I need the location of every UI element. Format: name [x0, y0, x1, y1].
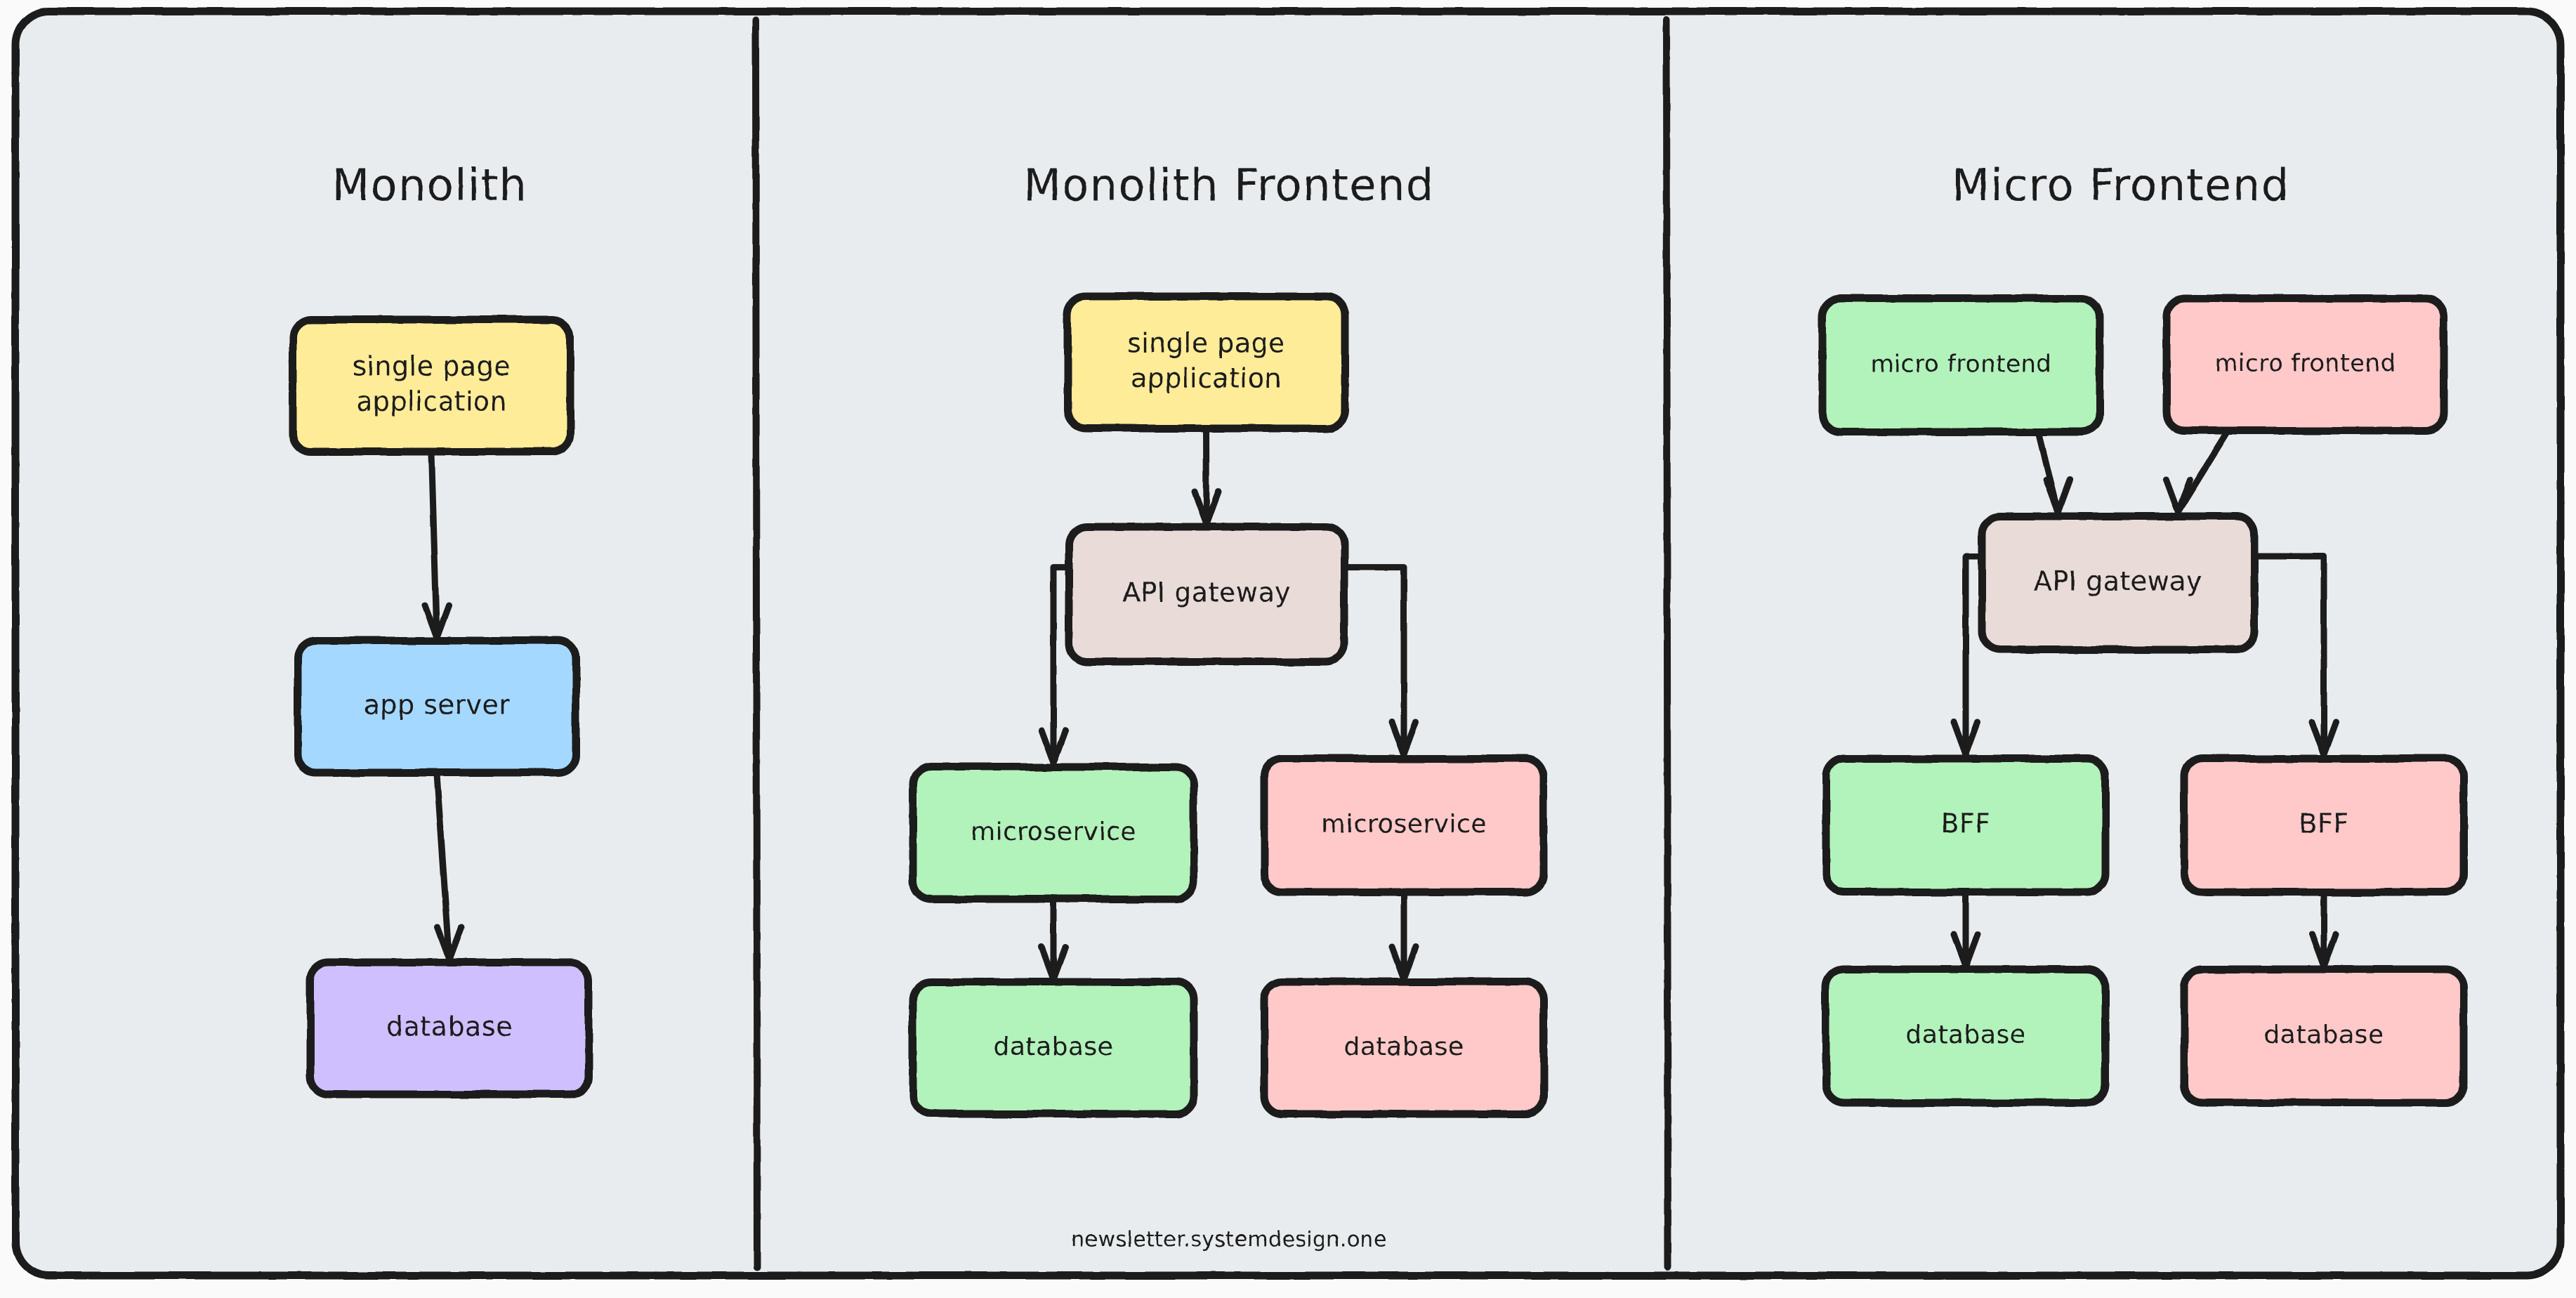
panel-title-monolith-frontend: Monolith Frontend	[1023, 159, 1435, 211]
node-mono-spa[interactable]: single page application	[289, 315, 574, 456]
node-mf-spa[interactable]: single page application	[1063, 292, 1349, 433]
node-label-mono-app-server: app server	[364, 690, 511, 721]
node-shape-mf-spa	[1063, 292, 1349, 433]
arrowhead-mfe-frontend-green-to-gateway	[2043, 476, 2074, 516]
node-mf-microservice-pink[interactable]: microservice	[1260, 754, 1548, 896]
node-mf-microservice-green[interactable]: microservice	[909, 763, 1198, 903]
arrowhead-mfe-frontend-pink-to-gateway	[2162, 476, 2193, 516]
node-mfe-database-green[interactable]: database	[1822, 965, 2110, 1107]
node-label-mfe-frontend-green: micro frontend	[1870, 350, 2051, 379]
node-label-mf-api-gateway: API gateway	[1122, 577, 1291, 608]
edge-mfe-gateway-to-bff-pink	[2248, 553, 2327, 758]
node-label-mfe-database-green: database	[1906, 1021, 2026, 1049]
node-mf-api-gateway[interactable]: API gateway	[1065, 523, 1348, 666]
arrowhead-mfe-gateway-to-bff-green	[1950, 719, 1981, 758]
node-label-mf-database-green: database	[994, 1032, 1114, 1061]
node-label-mono-spa: application	[356, 386, 507, 417]
node-shape-mf-database-pink	[1260, 978, 1548, 1118]
node-mfe-api-gateway[interactable]: API gateway	[1978, 512, 2259, 654]
panel-title-micro-frontend: Micro Frontend	[1952, 159, 2289, 211]
node-mfe-frontend-green[interactable]: micro frontend	[1818, 294, 2104, 436]
node-label-mono-spa: single page	[353, 350, 511, 381]
node-shape-mono-spa	[289, 315, 574, 456]
node-shape-mfe-bff-pink	[2180, 754, 2468, 896]
node-mf-database-green[interactable]: database	[909, 978, 1198, 1118]
node-shape-mf-database-green	[909, 978, 1198, 1118]
arrowhead-mfe-gateway-to-bff-pink	[2308, 719, 2339, 758]
node-label-mfe-database-pink: database	[2264, 1021, 2384, 1049]
node-shape-mono-app-server	[294, 636, 580, 777]
node-mfe-bff-green[interactable]: BFF	[1822, 754, 2110, 896]
panel-titles: Monolith Monolith Frontend Micro Frontend	[332, 159, 2289, 211]
node-mfe-bff-pink[interactable]: BFF	[2180, 754, 2468, 896]
edge-mf-gateway-to-microservice-pink	[1338, 564, 1407, 758]
node-shape-mfe-database-green	[1822, 965, 2110, 1107]
node-shape-mfe-database-pink	[2180, 965, 2468, 1107]
node-label-mf-spa: application	[1131, 363, 1282, 394]
node-label-mf-spa: single page	[1127, 327, 1285, 358]
node-label-mono-database: database	[386, 1011, 513, 1042]
node-mfe-frontend-pink[interactable]: micro frontend	[2162, 294, 2448, 435]
node-shape-mf-microservice-pink	[1260, 754, 1548, 896]
node-label-mf-database-pink: database	[1344, 1032, 1464, 1061]
divider-1	[752, 16, 761, 1271]
node-shape-mono-database	[306, 958, 593, 1099]
node-shape-mfe-api-gateway	[1978, 512, 2259, 654]
node-shape-mf-api-gateway	[1065, 523, 1348, 666]
node-mono-database[interactable]: database	[306, 958, 593, 1099]
node-shape-mfe-bff-green	[1822, 754, 2110, 896]
edge-mono-spa-to-app-server	[428, 450, 440, 641]
diagram-nodes: single page application app server database…	[289, 292, 2468, 1118]
node-mono-app-server[interactable]: app server	[294, 636, 580, 777]
arrowhead-mf-gateway-to-microservice-green	[1038, 727, 1069, 766]
panel-title-monolith: Monolith	[332, 159, 528, 211]
divider-2	[1663, 16, 1671, 1271]
node-label-mfe-frontend-pink: micro frontend	[2214, 350, 2396, 378]
watermark-label: newsletter.systemdesign.one	[1071, 1228, 1387, 1252]
node-label-mf-microservice-green: microservice	[971, 818, 1136, 846]
panel-dividers	[752, 16, 1671, 1271]
node-mfe-database-pink[interactable]: database	[2180, 965, 2468, 1107]
node-shape-mfe-frontend-green	[1818, 294, 2104, 436]
node-label-mfe-bff-pink: BFF	[2299, 808, 2348, 839]
node-label-mfe-bff-green: BFF	[1940, 808, 1990, 839]
node-label-mfe-api-gateway: API gateway	[2034, 566, 2202, 597]
node-mf-database-pink[interactable]: database	[1260, 978, 1548, 1118]
node-shape-mf-microservice-green	[909, 763, 1198, 903]
arrowhead-mf-gateway-to-microservice-pink	[1388, 719, 1419, 758]
edge-mono-app-server-to-database	[433, 771, 453, 963]
node-label-mf-microservice-pink: microservice	[1321, 810, 1487, 839]
node-shape-mfe-frontend-pink	[2162, 294, 2448, 435]
